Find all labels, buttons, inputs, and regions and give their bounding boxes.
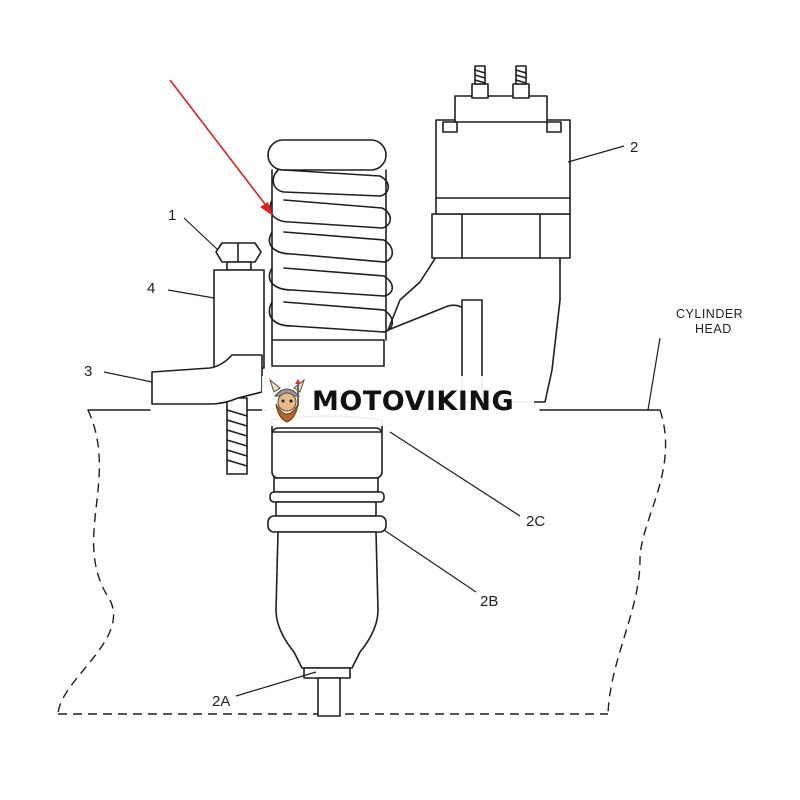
spacer-sleeve: [213, 269, 265, 369]
callout-2a: 2A: [212, 693, 230, 710]
brand-name: MOTOVIKING: [312, 385, 515, 417]
callout-1: 1: [168, 207, 176, 224]
viking-mascot-icon: [262, 376, 312, 426]
clamp: [151, 354, 263, 405]
plunger-spring: [267, 139, 394, 367]
injector-body: [387, 95, 571, 403]
watermark-banner: MOTOVIKING: [262, 376, 534, 426]
callout-2b: 2B: [480, 593, 498, 610]
callout-3: 3: [84, 363, 92, 380]
injector-lower: [267, 415, 387, 717]
solenoid-terminals: [471, 65, 530, 99]
leader-lines: [103, 145, 661, 697]
cylinder-head-label-line1: CYLINDER: [676, 307, 743, 321]
callout-4: 4: [147, 280, 155, 297]
cylinder-head-label-line2: HEAD: [695, 322, 732, 336]
callout-2c: 2C: [526, 513, 545, 530]
callout-2: 2: [630, 139, 638, 156]
red-indicator-arrow: [169, 79, 273, 216]
